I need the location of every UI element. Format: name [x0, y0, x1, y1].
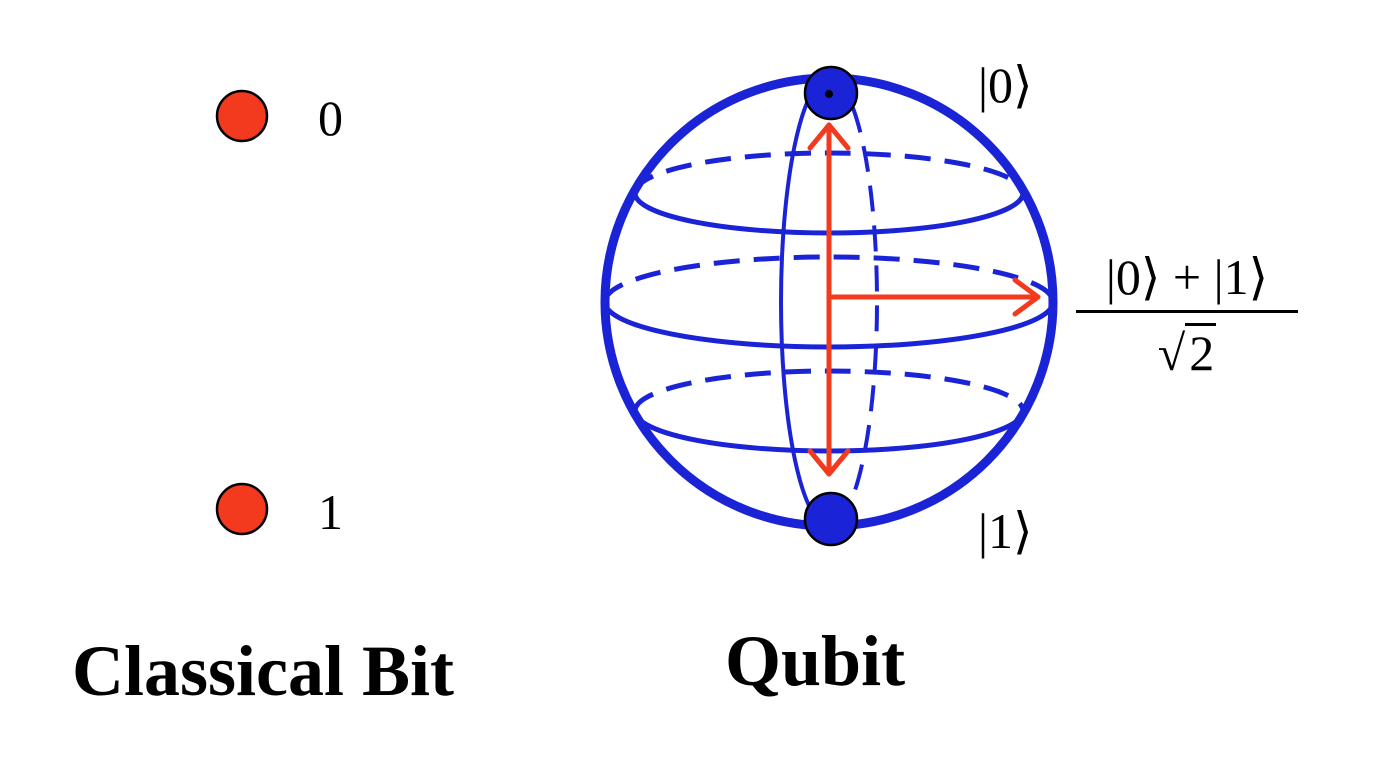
bit-zero-dot — [215, 89, 269, 143]
classical-bit-caption: Classical Bit — [72, 631, 455, 711]
pole-zero-center — [825, 90, 833, 98]
fraction-bar — [1076, 310, 1298, 313]
bit-one-label: 1 — [318, 484, 343, 540]
state-arrows — [807, 122, 1041, 477]
bit-one-dot — [215, 482, 269, 536]
superposition-denominator: √2 — [1076, 313, 1298, 378]
meridian-front — [779, 78, 830, 526]
bit-zero-label: 0 — [318, 90, 343, 146]
ket-zero-label: |0⟩ — [978, 57, 1033, 113]
superposition-numerator: |0⟩ + |1⟩ — [1105, 249, 1269, 305]
pole-one-dot — [803, 491, 859, 547]
arrow-down-head — [807, 448, 851, 477]
qubit-caption: Qubit — [725, 621, 906, 701]
ket-one-label: |1⟩ — [978, 503, 1033, 559]
arrow-right-head — [1012, 277, 1041, 317]
square-root: √2 — [1157, 323, 1217, 381]
arrow-up-head — [807, 122, 851, 151]
meridian-back — [828, 78, 879, 526]
superposition-label: |0⟩ + |1⟩ √2 — [1076, 252, 1298, 378]
radicand: 2 — [1185, 323, 1217, 378]
radical-sign: √ — [1157, 325, 1186, 381]
